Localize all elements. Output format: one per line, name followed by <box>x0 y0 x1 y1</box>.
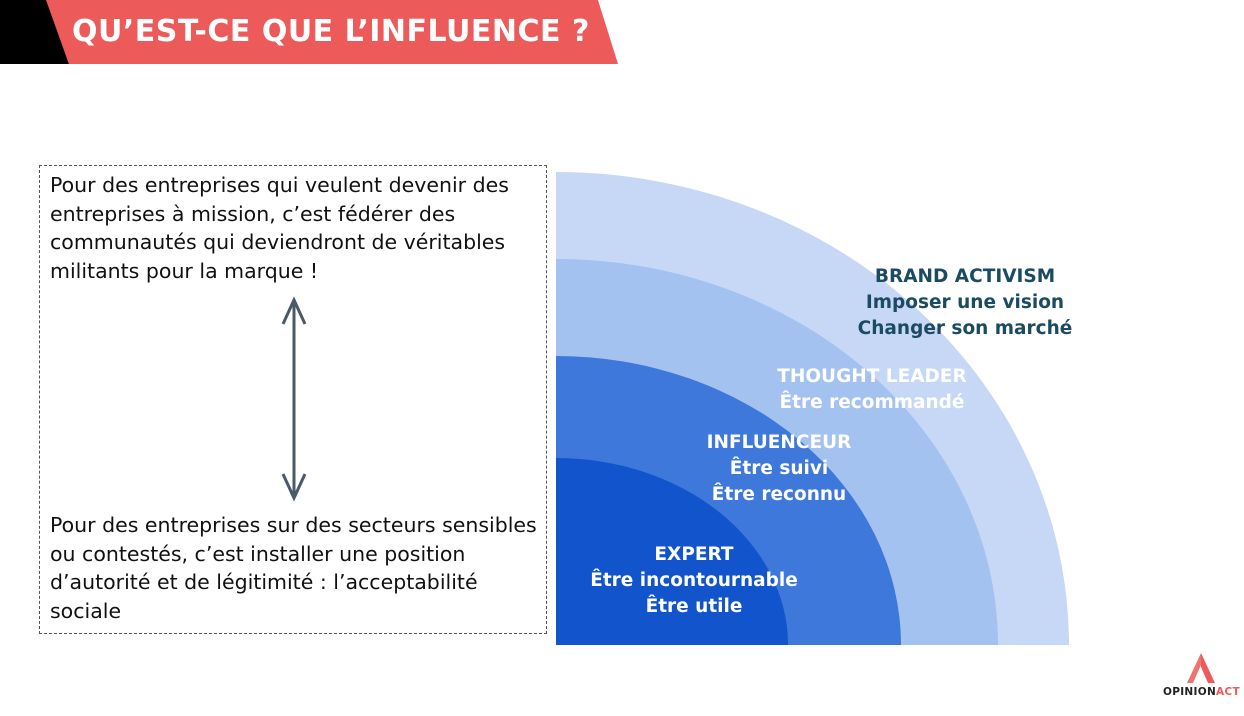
logo-text-main: OPINION <box>1163 686 1217 698</box>
level-line: Être suivi <box>729 458 829 479</box>
level-line: Imposer une vision <box>865 292 1065 313</box>
level-expert: EXPERT Être incontournable Être utile <box>590 542 798 620</box>
bottom-paragraph: Pour des entreprises sur des secteurs se… <box>50 513 537 624</box>
level-line: Être recommandé <box>779 392 965 413</box>
arc-expert <box>556 458 788 645</box>
level-thought-leader: THOUGHT LEADER Être recommandé <box>777 364 967 416</box>
level-title: THOUGHT LEADER <box>777 366 967 387</box>
level-line: Être utile <box>645 596 743 617</box>
logo-text-accent: ACT <box>1216 686 1240 698</box>
level-title: BRAND ACTIVISM <box>874 266 1056 287</box>
level-brand-activism: BRAND ACTIVISM Imposer une vision Change… <box>858 264 1073 342</box>
opinionact-logo: OPINIONACT <box>1160 650 1244 704</box>
level-line: Changer son marché <box>857 318 1073 339</box>
description-box: Pour des entreprises qui veulent devenir… <box>39 165 547 634</box>
level-title: EXPERT <box>654 544 734 565</box>
double-arrow-icon <box>281 296 307 502</box>
header-red-banner <box>46 0 618 64</box>
logo-text: OPINIONACT <box>1163 686 1240 698</box>
level-title: INFLUENCEUR <box>706 432 852 453</box>
level-influenceur: INFLUENCEUR Être suivi Être reconnu <box>707 430 852 508</box>
page-title: QU’EST-CE QUE L’INFLUENCE ? <box>72 14 590 49</box>
level-line: Être incontournable <box>590 570 798 591</box>
top-paragraph: Pour des entreprises qui veulent devenir… <box>50 173 509 284</box>
level-line: Être reconnu <box>711 484 847 505</box>
logo-mark-icon <box>1187 653 1215 683</box>
